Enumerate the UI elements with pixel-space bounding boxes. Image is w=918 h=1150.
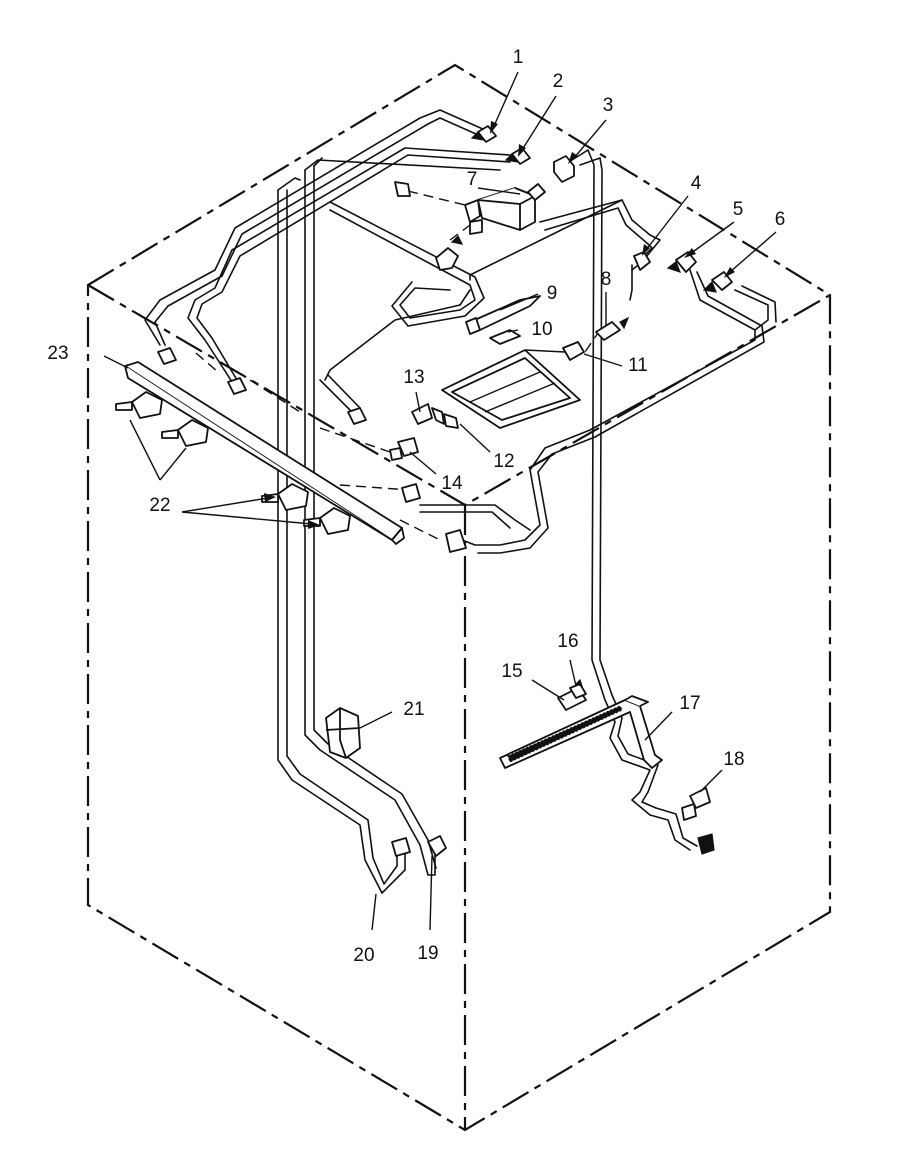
part-7-valve — [464, 183, 546, 235]
part-6-fitting — [702, 271, 733, 293]
part-20-nut — [391, 837, 411, 857]
callout-1: 1 — [513, 47, 524, 68]
manifold-nuts — [157, 347, 467, 553]
part-12-heater-frame — [441, 349, 581, 429]
callout-2: 2 — [553, 71, 564, 92]
part-23-manifold — [124, 361, 405, 545]
callout-21: 21 — [403, 699, 424, 720]
cabinet-outline — [86, 63, 832, 1132]
callout-18: 18 — [723, 749, 744, 770]
gas-tubing — [144, 109, 777, 894]
parts — [115, 125, 733, 857]
part-22-valve-d — [303, 507, 351, 535]
callout-14: 14 — [441, 473, 463, 494]
part-17-burner — [499, 695, 663, 769]
part-orifice-clip — [435, 234, 464, 271]
part-11-element — [524, 341, 585, 361]
callout-22: 22 — [149, 495, 170, 516]
part-21-clamp — [325, 707, 361, 759]
callout-3: 3 — [603, 95, 614, 116]
part-10-shield — [489, 329, 521, 345]
part-13-bracket — [411, 403, 459, 429]
callout-6: 6 — [775, 209, 786, 230]
part-9-electrode — [465, 295, 541, 335]
callout-23: 23 — [47, 343, 68, 364]
callout-16: 16 — [557, 631, 578, 652]
callout-15: 15 — [501, 661, 522, 682]
part-14-connector — [389, 437, 419, 461]
part-22-valve-a — [115, 391, 163, 419]
callout-5: 5 — [733, 199, 744, 220]
callout-4: 4 — [691, 173, 702, 194]
callout-7: 7 — [467, 169, 478, 190]
part-1-fitting — [470, 125, 497, 143]
part-22-valve-b — [161, 419, 209, 447]
callout-20: 20 — [353, 945, 374, 966]
part-16-bracket — [569, 678, 587, 699]
callout-8: 8 — [601, 269, 612, 290]
callout-10: 10 — [531, 319, 552, 340]
callout-9: 9 — [547, 283, 558, 304]
callout-12: 12 — [493, 451, 514, 472]
part-19-fitting — [427, 835, 447, 857]
fitting-nut — [394, 181, 411, 197]
part-4-fitting — [633, 251, 651, 271]
callout-19: 19 — [417, 943, 438, 964]
callout-17: 17 — [679, 693, 700, 714]
callout-11: 11 — [628, 355, 648, 376]
callout-leaders — [103, 71, 777, 931]
callout-13: 13 — [403, 367, 424, 388]
part-5-fitting — [666, 251, 697, 273]
callout-numbers: 1 2 3 4 5 6 7 8 9 10 11 12 13 14 15 16 1… — [47, 47, 785, 966]
part-18-bracket — [681, 787, 715, 855]
